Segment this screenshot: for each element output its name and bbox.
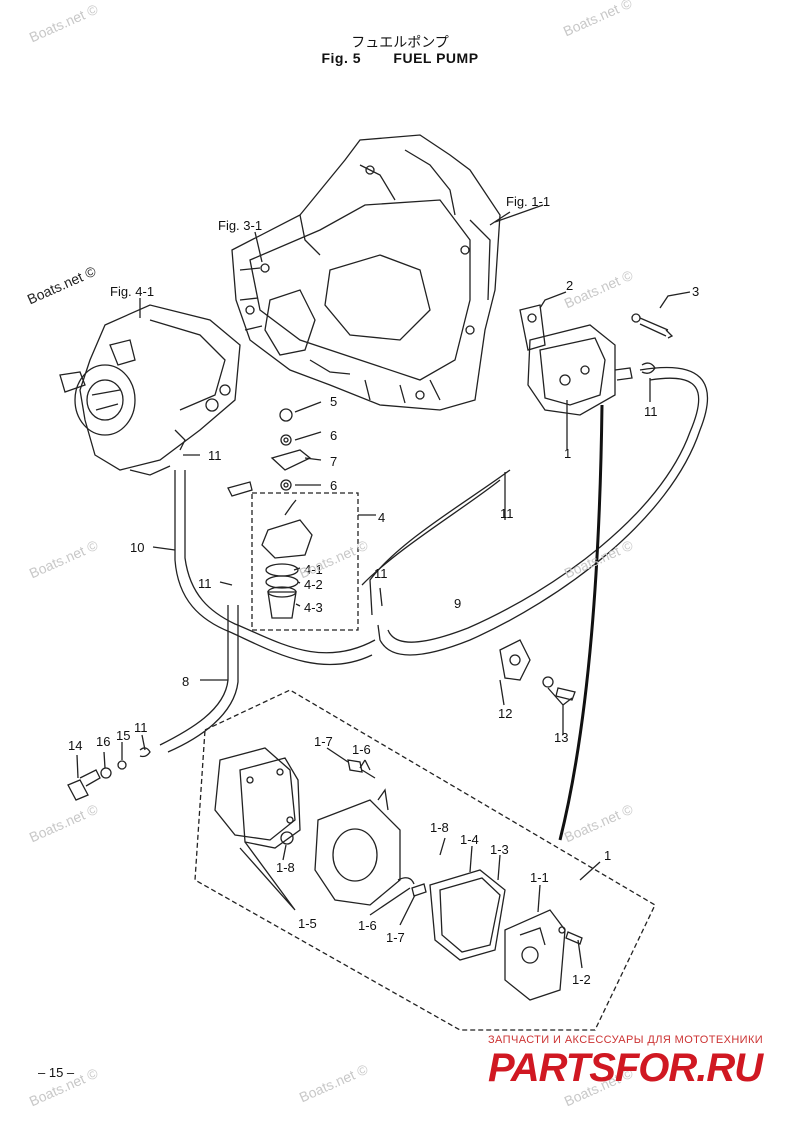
callout-14: 14 [68,738,83,753]
figure-number: Fig. 5 [321,50,362,66]
callout-10: 10 [130,540,145,555]
figure-name: FUEL PUMP [393,50,479,66]
figure-title: Fig. 5 FUEL PUMP [0,50,800,66]
callout-15: 15 [116,728,131,743]
page-number: – 15 – [38,1065,75,1080]
brand-tagline: ЗАПЧАСТИ И АКСЕССУАРЫ ДЛЯ МОТОТЕХНИКИ [488,1034,764,1046]
callout-11-carb: 11 [208,448,222,463]
callout-11-fitting: 11 [134,720,148,735]
callout-1-6-upper: 1-6 [352,742,371,757]
callout-6-lower: 6 [330,478,338,493]
callout-11-pump: 11 [644,404,658,419]
callout-1-4: 1-4 [460,832,479,847]
callout-12: 12 [498,706,513,721]
callout-1-exploded: 1 [604,848,612,863]
fuel-hose-10 [174,470,373,666]
callout-1-5: 1-5 [298,916,317,931]
callout-11-hose: 11 [500,506,514,521]
callout-4-3: 4-3 [304,600,323,615]
fuel-filter-assembly-box [251,492,359,631]
callout-1-1: 1-1 [530,870,549,885]
callout-9: 9 [454,596,462,611]
fuel-hose-8 [159,605,229,746]
brand-logo: PARTSFOR.RU [488,1046,763,1090]
callout-8: 8 [182,674,190,689]
callout-1-8-left: 1-8 [276,860,295,875]
callout-2: 2 [566,278,574,293]
fuel-pump-mounted-drawing [519,304,633,416]
callout-1-2: 1-2 [572,972,591,987]
callout-1-8-right: 1-8 [430,820,449,835]
figure-ref-4-1: Fig. 4-1 [110,284,155,299]
fuel-hose-upper [369,469,511,616]
callout-1-3: 1-3 [490,842,509,857]
callout-6-upper: 6 [330,428,338,443]
pump-exploded-box [194,689,656,1031]
callout-3: 3 [692,284,700,299]
figure-ref-1-1: Fig. 1-1 [506,194,551,209]
title-japanese: フュエルポンプ [351,35,449,51]
callout-13: 13 [554,730,569,745]
callout-4-1: 4-1 [304,562,323,577]
figure-ref-3-1: Fig. 3-1 [218,218,263,233]
callout-16: 16 [96,734,111,749]
callout-11-filter: 11 [374,566,388,581]
callout-7: 7 [330,454,338,469]
fuel-hose-9 [377,366,709,656]
callout-1-pump: 1 [564,446,572,461]
callout-4: 4 [378,510,386,525]
callout-1-7-lower: 1-7 [386,930,405,945]
carburetor-drawing [59,304,241,476]
callout-5: 5 [330,394,338,409]
callout-11-left: 11 [198,576,212,591]
callout-1-7-upper: 1-7 [314,734,333,749]
engine-block-drawing [231,134,511,411]
callout-4-2: 4-2 [304,577,323,592]
pump-leader-line [558,404,604,841]
callout-1-6-lower: 1-6 [358,918,377,933]
